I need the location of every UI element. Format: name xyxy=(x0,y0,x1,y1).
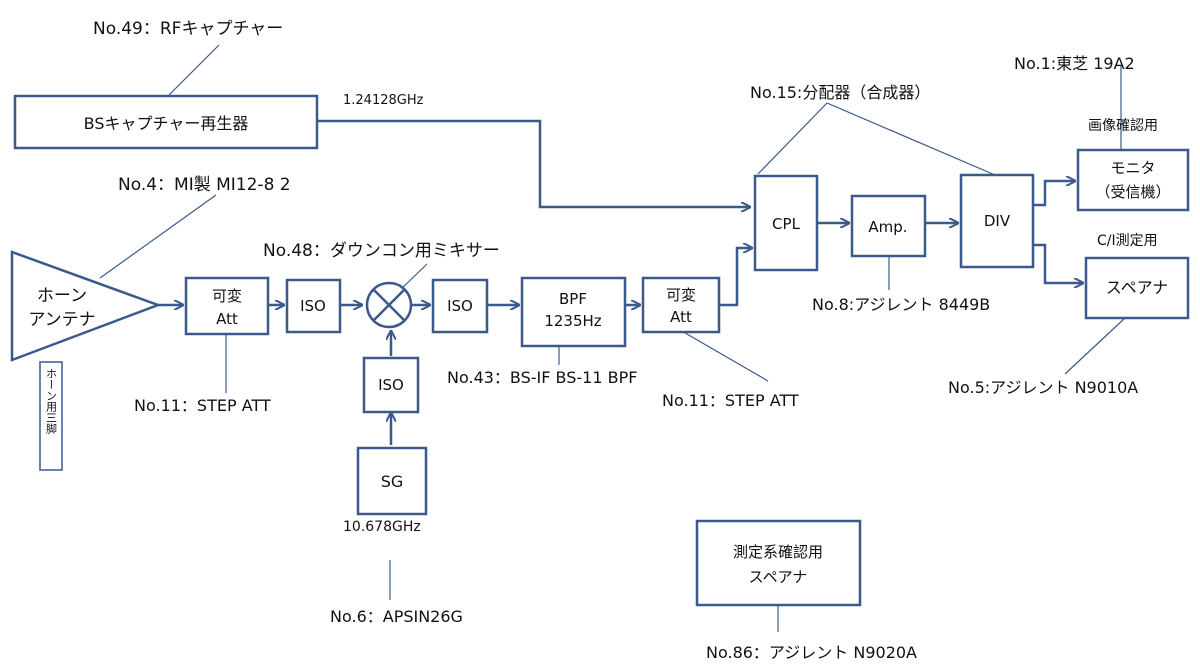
iso3-label: ISO xyxy=(378,376,404,394)
label-no5: No.5:アジレント N9010A xyxy=(948,378,1138,397)
meas-label-line1: 測定系確認用 xyxy=(733,543,823,561)
label-no8: No.8:アジレント 8449B xyxy=(812,295,990,314)
div-label: DIV xyxy=(984,212,1011,230)
label-no6: No.6：APSIN26G xyxy=(330,607,463,626)
label-ci-measure: C/I測定用 xyxy=(1097,233,1158,249)
horn-label-line1: ホーン xyxy=(37,286,87,306)
horn-label-line2: アンテナ xyxy=(28,310,95,330)
label-sg-freq: 10.678GHz xyxy=(343,519,421,535)
wire-div-to-spectrum xyxy=(1033,243,1083,283)
label-no86: No.86：アジレント N9020A xyxy=(706,643,917,662)
cpl-label: CPL xyxy=(772,215,801,233)
spectrum-analyzer-block: スペアナ xyxy=(1084,256,1190,320)
amp-label: Amp. xyxy=(868,218,907,236)
attenuator-1-block: 可変 Att xyxy=(184,276,270,336)
label-no11-right: No.11：STEP ATT xyxy=(662,391,799,410)
iso1-label: ISO xyxy=(300,297,326,315)
amplifier-block: Amp. xyxy=(850,194,927,258)
label-freq-capture: 1.24128GHz xyxy=(343,93,424,108)
att1-label-line1: 可変 xyxy=(212,287,242,305)
label-picture-check: 画像確認用 xyxy=(1088,118,1158,134)
label-no48: No.48：ダウンコン用ミキサー xyxy=(263,241,500,261)
leader-no5 xyxy=(1064,317,1126,375)
leader-no15-div xyxy=(826,102,996,176)
bpf-label-line1: BPF xyxy=(559,290,587,308)
leader-lines xyxy=(99,44,1126,632)
leader-no4 xyxy=(99,194,217,279)
iso2-label: ISO xyxy=(447,297,473,315)
horn-tripod-block: ホーン用三脚 xyxy=(39,361,63,471)
wire-att-to-cpl xyxy=(719,248,752,307)
sg-label: SG xyxy=(381,472,404,491)
attenuator-2-block: 可変 Att xyxy=(641,276,721,334)
label-no4: No.4：MI製 MI12-8 2 xyxy=(118,175,291,195)
label-no1: No.1:東芝 19A2 xyxy=(1014,54,1135,73)
meas-label-line2: スペアナ xyxy=(749,568,808,586)
annotations: No.49：RFキャプチャー No.1:東芝 19A2 No.15:分配器（合成… xyxy=(93,19,1158,662)
signal-generator-block: SG xyxy=(356,446,428,516)
monitor-block: モニタ （受信機） xyxy=(1076,148,1190,212)
wire-div-to-monitor xyxy=(1033,181,1075,207)
spa-right-label: スペアナ xyxy=(1106,278,1169,297)
bs-capture-label: BSキャプチャー再生器 xyxy=(84,114,249,133)
att2-label-line2: Att xyxy=(670,308,692,326)
att1-label-line2: Att xyxy=(216,310,238,328)
signal-wires xyxy=(158,119,1083,445)
tripod-label: ホーン用三脚 xyxy=(45,368,58,435)
divider-block: DIV xyxy=(959,173,1035,269)
att2-label-line1: 可変 xyxy=(666,286,696,304)
label-no11-left: No.11：STEP ATT xyxy=(134,396,271,415)
mixer-block xyxy=(365,281,413,329)
isolator-2-block: ISO xyxy=(431,278,489,334)
bpf-block: BPF 1235Hz xyxy=(520,276,627,348)
horn-antenna-block: ホーン アンテナ xyxy=(10,250,162,362)
bs-capture-block: BSキャプチャー再生器 xyxy=(13,94,319,150)
label-no43: No.43：BS-IF BS-11 BPF xyxy=(447,368,637,387)
leader-no49 xyxy=(167,44,220,97)
mixer-cross-circle-icon xyxy=(365,281,413,329)
isolator-1-block: ISO xyxy=(285,278,342,334)
label-no15: No.15:分配器（合成器） xyxy=(750,83,930,102)
monitor-label-line1: モニタ xyxy=(1110,159,1155,177)
leader-no11-right xyxy=(679,329,769,382)
measurement-check-spectrum-analyzer-block: 測定系確認用 スペアナ xyxy=(695,519,862,607)
bpf-label-line2: 1235Hz xyxy=(544,312,601,330)
leader-no15-cpl xyxy=(757,102,828,175)
monitor-label-line2: （受信機） xyxy=(1095,183,1170,201)
cpl-block: CPL xyxy=(753,174,819,272)
label-no49: No.49：RFキャプチャー xyxy=(93,19,283,39)
isolator-3-block: ISO xyxy=(362,356,420,414)
wire-capture-to-cpl xyxy=(318,119,750,207)
